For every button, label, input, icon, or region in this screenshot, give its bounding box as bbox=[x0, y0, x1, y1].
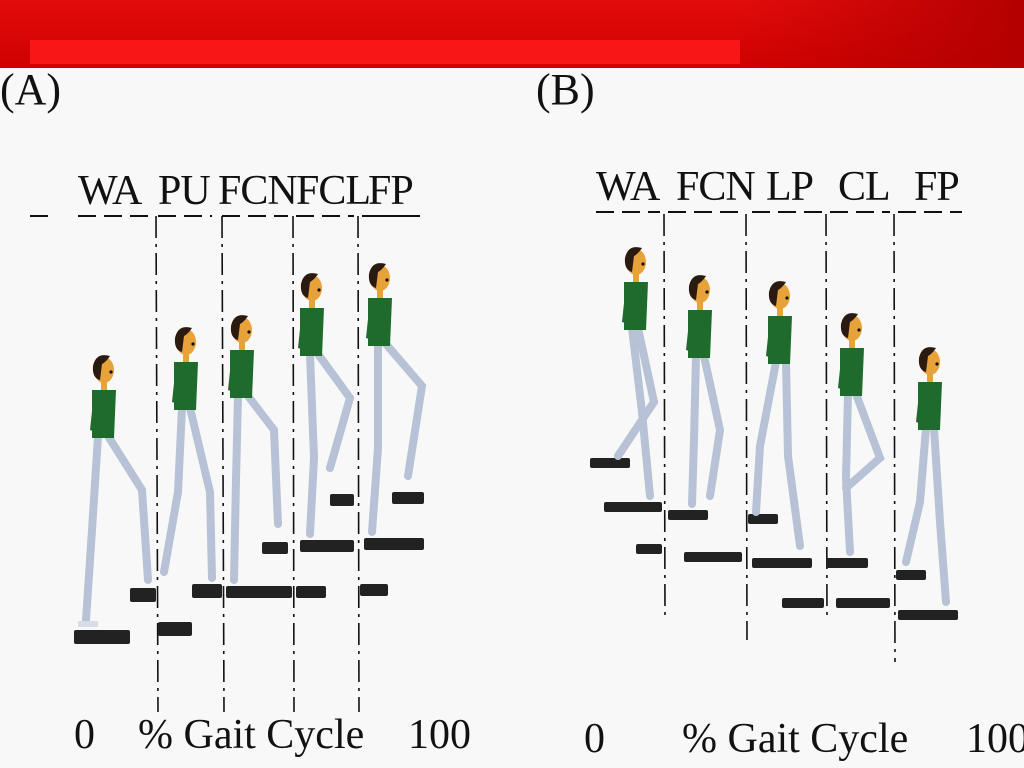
stair-step bbox=[330, 494, 354, 506]
stair-step bbox=[364, 538, 424, 550]
panel-a-divider bbox=[292, 215, 295, 713]
phase-label: LP bbox=[766, 164, 814, 210]
panel-a-stairs bbox=[74, 492, 424, 644]
stair-step bbox=[636, 544, 662, 554]
stair-step bbox=[782, 598, 824, 608]
header-shade bbox=[740, 0, 1024, 68]
phase-label: WA bbox=[78, 168, 142, 214]
walker-figure bbox=[752, 281, 804, 550]
walker-figure bbox=[614, 247, 659, 500]
walker-figure bbox=[298, 273, 355, 538]
phase-label: FCN bbox=[218, 168, 298, 214]
stair-step bbox=[392, 492, 424, 504]
stair-step bbox=[192, 584, 222, 598]
phase-label: FCN bbox=[676, 164, 756, 210]
panel-b-stairs bbox=[590, 458, 958, 620]
phase-label: FP bbox=[914, 164, 960, 210]
stair-step bbox=[668, 510, 708, 520]
phase-label: CL bbox=[838, 164, 891, 210]
axis-start: 0 bbox=[74, 712, 95, 758]
panel-b-lines bbox=[596, 211, 962, 663]
walker-figure bbox=[366, 263, 427, 536]
panel-b-divider bbox=[663, 213, 666, 621]
stair-step bbox=[158, 622, 192, 636]
walker-figure bbox=[686, 275, 725, 508]
walker-figure bbox=[78, 355, 152, 627]
stair-step bbox=[684, 552, 742, 562]
stair-step bbox=[226, 586, 292, 598]
phase-label: FP bbox=[368, 168, 414, 214]
panel-a-divider bbox=[357, 215, 360, 713]
axis-label: % Gait Cycle bbox=[138, 712, 365, 758]
panel-a-label: (A) bbox=[0, 65, 62, 114]
stair-step bbox=[360, 584, 388, 596]
stair-step bbox=[752, 558, 812, 568]
stair-step bbox=[826, 558, 868, 568]
walker-figure bbox=[902, 347, 950, 606]
panel-a-divider bbox=[155, 215, 159, 713]
stair-step bbox=[896, 570, 926, 580]
header-bar bbox=[0, 0, 1024, 68]
axis-end: 100 bbox=[408, 712, 471, 758]
phase-label: FCL bbox=[296, 168, 371, 214]
axis-start: 0 bbox=[584, 716, 605, 762]
phase-label: PU bbox=[158, 168, 211, 214]
phase-label: WA bbox=[596, 164, 660, 210]
stair-step bbox=[590, 458, 630, 468]
axis-label: % Gait Cycle bbox=[682, 716, 909, 762]
walker-figure bbox=[228, 315, 282, 584]
walker-figure bbox=[160, 327, 216, 582]
walker-figure bbox=[838, 313, 885, 556]
panel-b-divider bbox=[825, 213, 828, 621]
panel-a-divider bbox=[221, 215, 225, 713]
panel-a-lines bbox=[30, 215, 420, 713]
stair-step bbox=[836, 598, 890, 608]
stair-step bbox=[74, 630, 130, 644]
stair-step bbox=[898, 610, 958, 620]
panel-b-label: (B) bbox=[536, 65, 595, 114]
header-highlight-band bbox=[30, 40, 740, 64]
panel-a-walkers bbox=[78, 263, 427, 627]
axis-end: 100 bbox=[966, 716, 1024, 762]
panel-b-divider bbox=[745, 213, 748, 641]
stair-step bbox=[130, 588, 156, 602]
stair-step bbox=[748, 514, 778, 524]
stair-step bbox=[300, 540, 354, 552]
stair-step bbox=[604, 502, 662, 512]
panel-b-divider bbox=[893, 213, 896, 663]
panel-b-walkers bbox=[614, 247, 950, 606]
stair-step bbox=[296, 586, 326, 598]
stair-step bbox=[262, 542, 288, 554]
